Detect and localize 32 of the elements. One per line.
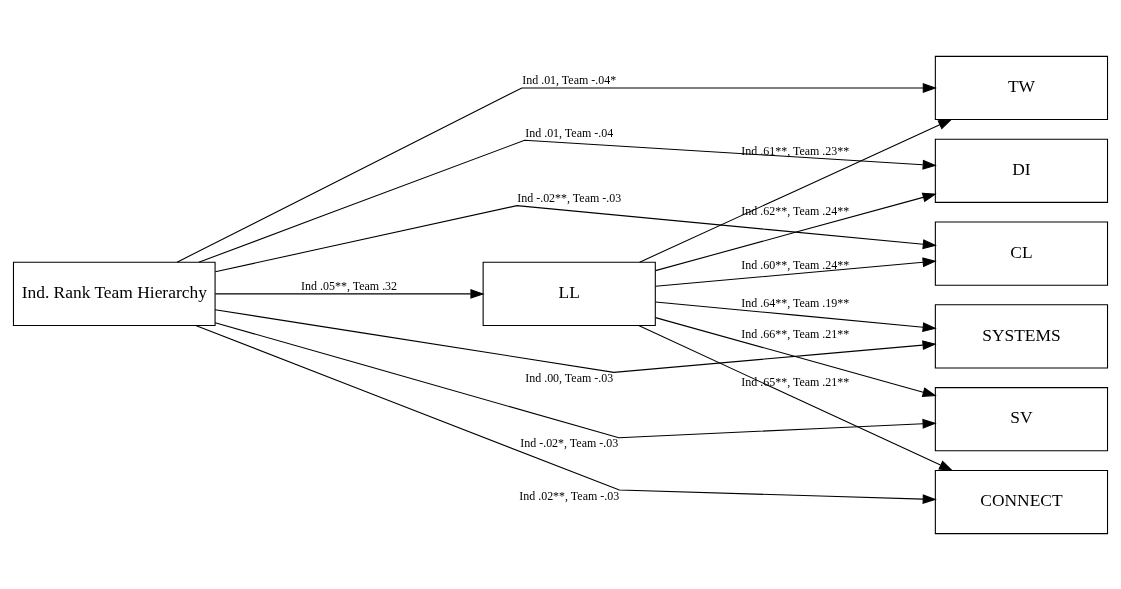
arrow (654, 192, 937, 271)
arrow (214, 204, 937, 272)
edge-label: Ind .01, Team -.04 (525, 125, 614, 140)
edge-label: Ind .60**, Team .24** (741, 257, 850, 272)
arrow (214, 321, 937, 438)
edge-label: Ind -.02**, Team -.03 (517, 190, 622, 205)
arrow (195, 324, 937, 504)
node-box: CL (934, 220, 1109, 286)
edge-label: Ind .00, Team -.03 (525, 370, 614, 385)
arrow (654, 300, 937, 332)
edge-label: Ind .01, Team -.04* (522, 72, 617, 87)
edge-label: Ind .66**, Team .21** (741, 326, 850, 341)
edge-label: Ind .05**, Team .32 (301, 278, 398, 293)
node-box: TW (934, 55, 1109, 120)
arrow (214, 288, 485, 299)
node-box: DI (934, 138, 1109, 203)
arrow (654, 316, 937, 397)
node-box: Ind. Rank Team Hierarchy (12, 261, 216, 326)
edge-label: Ind .65**, Team .21** (741, 374, 850, 389)
node-box: LL (482, 261, 656, 326)
arrow (198, 139, 937, 263)
arrow (638, 324, 954, 471)
edge-label: Ind .64**, Team .19** (741, 295, 850, 310)
arrow (176, 82, 937, 263)
node-box: SV (934, 386, 1109, 451)
arrow (654, 256, 937, 287)
arrow (214, 308, 937, 373)
node-box: SYSTEMS (934, 303, 1109, 369)
edge-label: Ind -.02*, Team -.03 (520, 435, 619, 450)
edge-label: Ind .02**, Team -.03 (519, 488, 620, 503)
node-box: CONNECT (934, 469, 1109, 534)
arrow (639, 118, 953, 263)
